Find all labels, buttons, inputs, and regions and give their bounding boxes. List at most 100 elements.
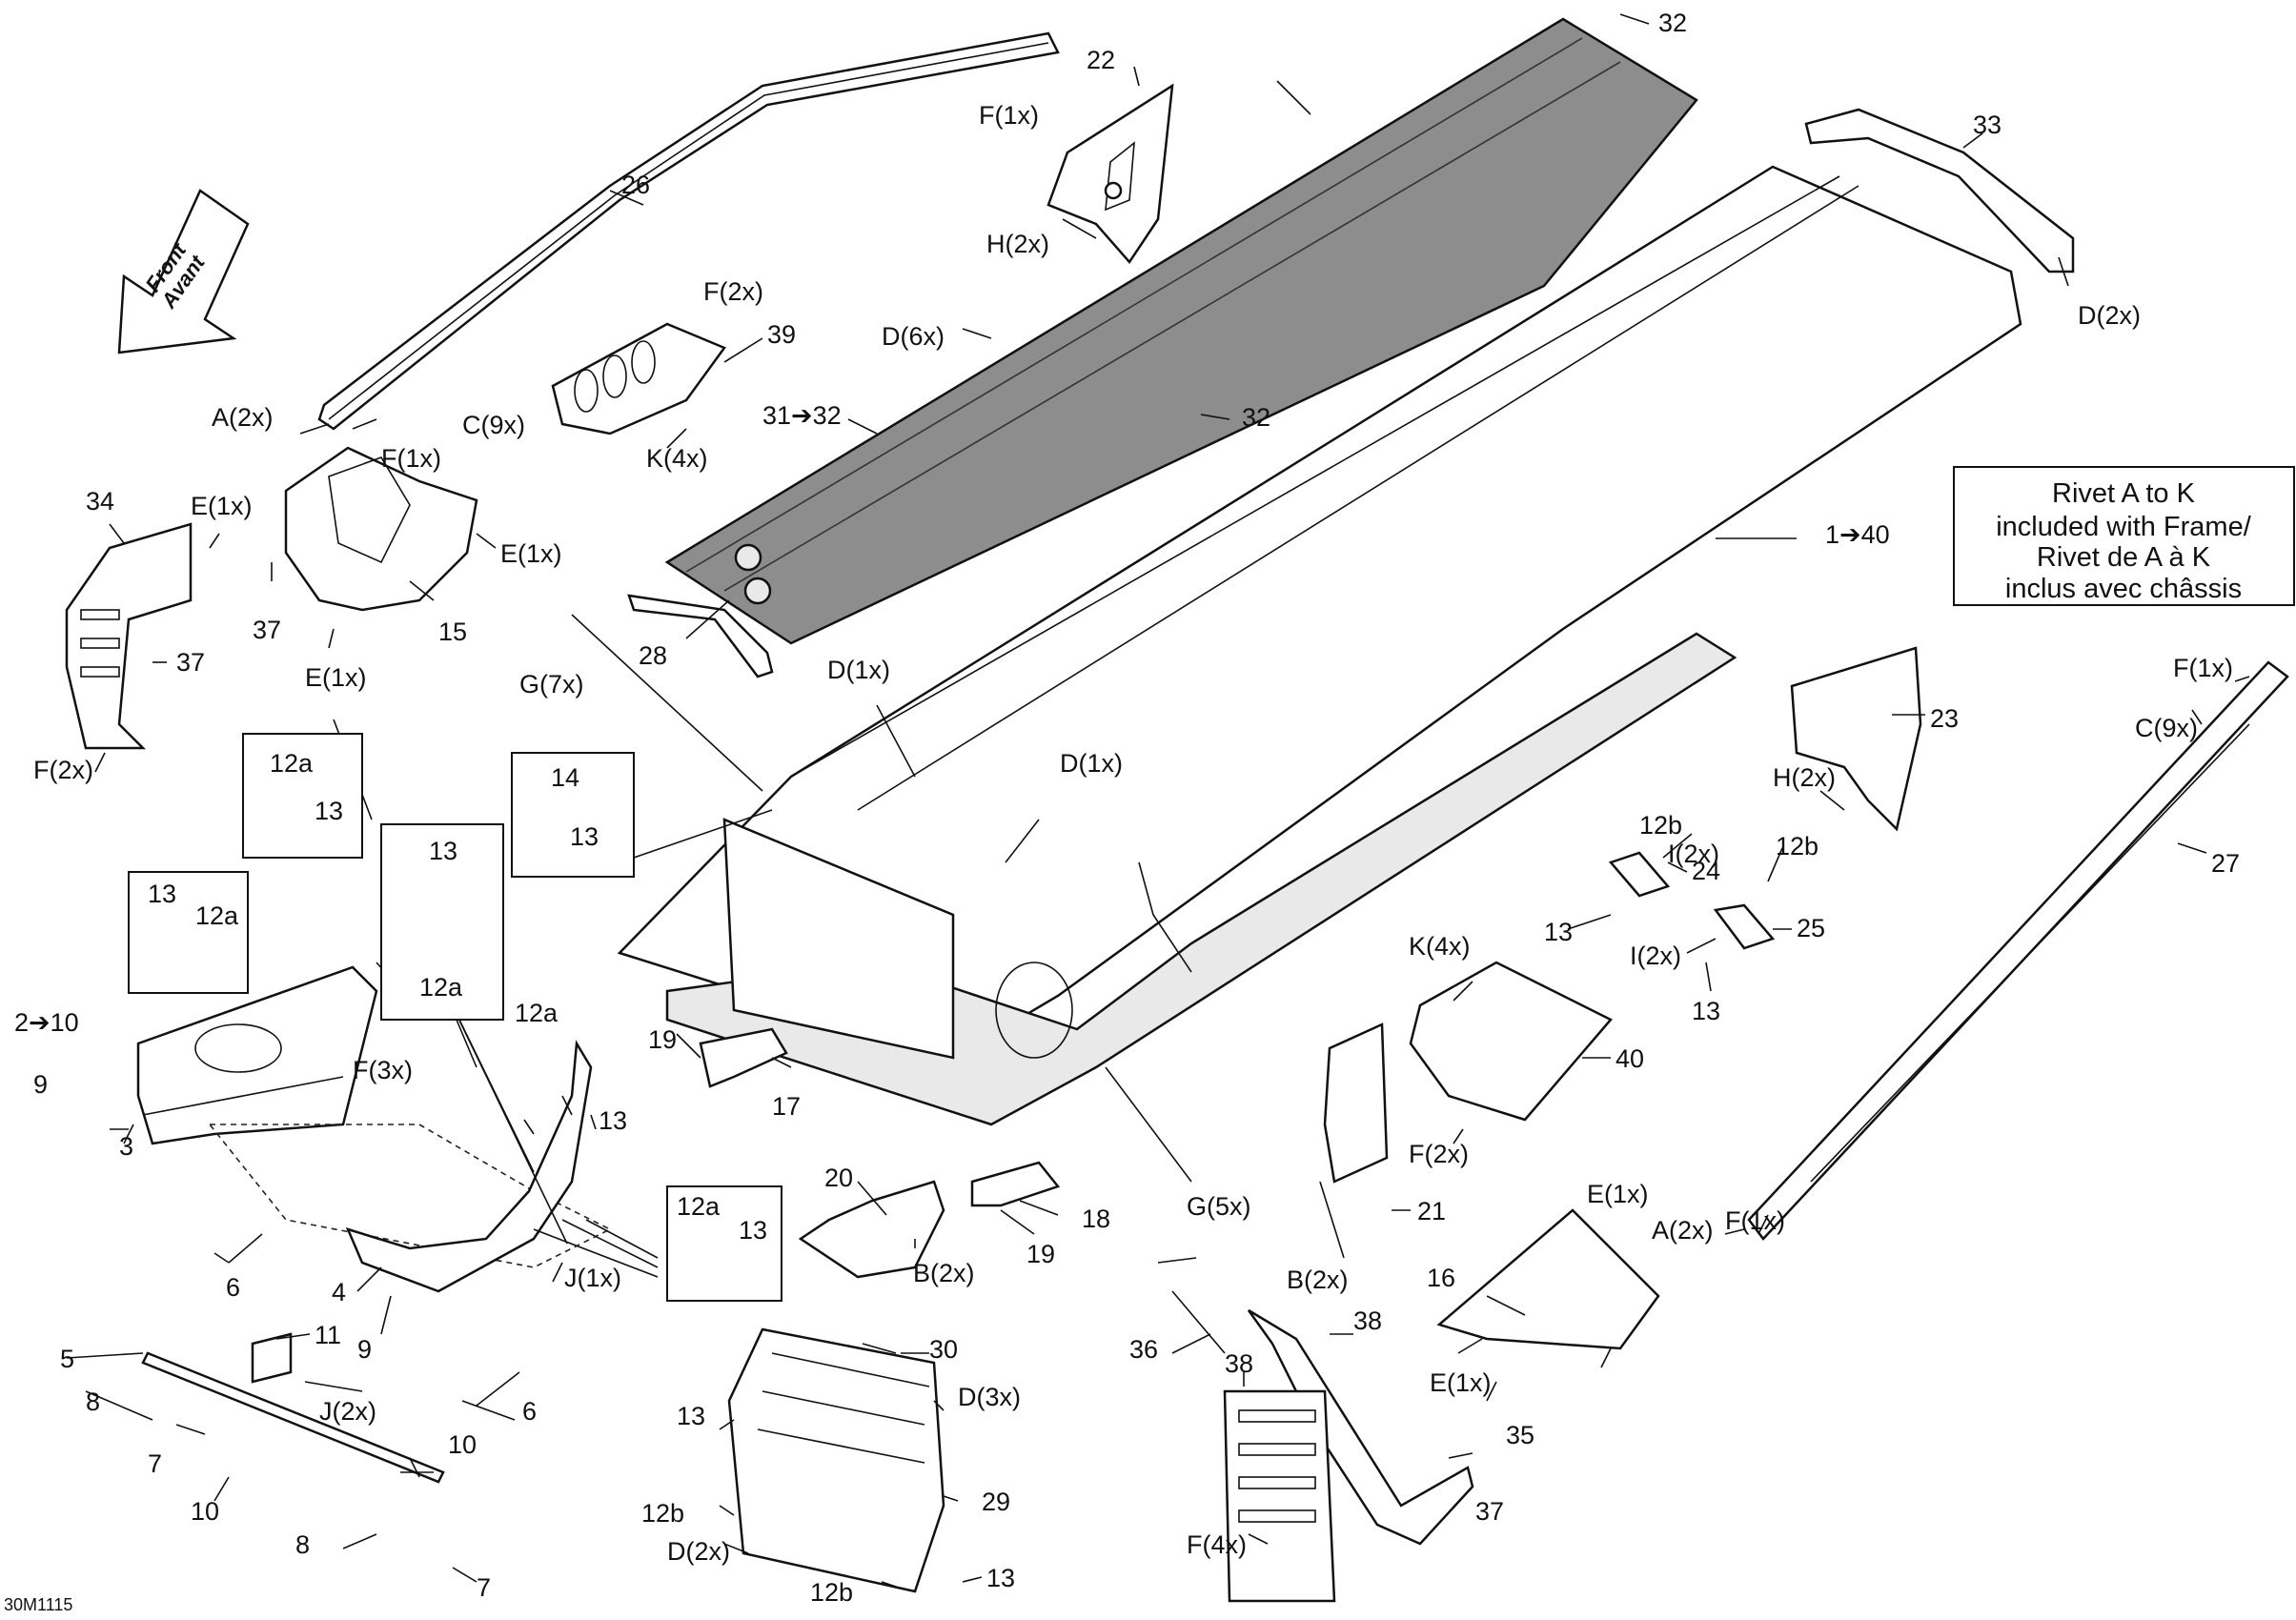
label-19: 19 [648, 1025, 677, 1054]
label-F4x: F(4x) [1187, 1530, 1247, 1559]
part-40-footrest [1409, 961, 1613, 1122]
part-17-plate [699, 1027, 788, 1088]
label-13: 13 [148, 880, 176, 908]
label-E1x: E(1x) [1587, 1180, 1649, 1208]
label-8: 8 [86, 1387, 100, 1416]
label-9: 9 [357, 1335, 372, 1364]
part-26-rail [317, 31, 1060, 431]
label-19: 19 [1026, 1240, 1055, 1268]
label-F2x: F(2x) [1409, 1140, 1469, 1168]
callout-box-14 [511, 752, 635, 878]
label-12a: 12a [195, 901, 239, 930]
label-23: 23 [1930, 704, 1959, 733]
note-box [1953, 466, 2295, 606]
label-13: 13 [1544, 918, 1573, 946]
label-4: 4 [332, 1278, 346, 1306]
label-13: 13 [599, 1106, 627, 1135]
label-D3x: D(3x) [958, 1383, 1021, 1411]
label-12b: 12b [1776, 832, 1819, 861]
label-F1x: F(1x) [979, 101, 1039, 130]
label-34: 34 [86, 487, 114, 516]
part-16-cover [1436, 1208, 1660, 1350]
label-10: 10 [191, 1497, 219, 1526]
part-11-plate [251, 1332, 293, 1384]
label-36: 36 [1129, 1335, 1158, 1364]
label-35: 35 [1506, 1421, 1534, 1449]
label-D1x: D(1x) [827, 656, 890, 684]
label-28: 28 [639, 641, 667, 670]
label-E1x: E(1x) [305, 663, 367, 692]
label-20: 20 [824, 1164, 853, 1192]
label-8: 8 [295, 1530, 310, 1559]
label-31-32: 31➔32 [762, 401, 842, 430]
label-F3x: F(3x) [353, 1056, 413, 1084]
part-22-bracket [1046, 83, 1174, 265]
svg-text:inclus avec châssis: inclus avec châssis [2005, 574, 2242, 604]
label-E1x: E(1x) [191, 492, 253, 520]
leader-lines [66, 13, 2250, 1588]
label-2-10: 2➔10 [14, 1008, 79, 1037]
label-22: 22 [1087, 46, 1115, 74]
label-12b: 12b [1639, 811, 1682, 840]
label-6: 6 [522, 1397, 537, 1426]
label-B2x: B(2x) [1287, 1266, 1349, 1294]
label-F1x: F(1x) [2173, 654, 2233, 682]
label-C9x: C(9x) [2135, 714, 2198, 742]
label-38: 38 [1353, 1306, 1382, 1335]
part-33-bar [1804, 108, 2075, 273]
label-E1x: E(1x) [500, 539, 562, 568]
part-3-bumper [136, 965, 378, 1145]
label-K4x: K(4x) [1409, 932, 1471, 961]
label-29: 29 [982, 1488, 1010, 1516]
part-29-radiator [727, 1327, 945, 1593]
part-20-bracket [798, 1180, 945, 1279]
label-G7x: G(7x) [519, 670, 584, 699]
label-38: 38 [1225, 1349, 1253, 1378]
label-E1x: E(1x) [1430, 1368, 1492, 1397]
label-26: 26 [621, 171, 650, 199]
label-12b: 12b [641, 1499, 684, 1528]
label-12a: 12a [677, 1192, 721, 1221]
callout-box-12a-4 [666, 1185, 782, 1302]
label-B2x: B(2x) [913, 1259, 975, 1287]
label-1-40: 1➔40 [1825, 520, 1890, 549]
label-13: 13 [739, 1216, 767, 1245]
label-12a: 12a [515, 999, 559, 1027]
label-C9x: C(9x) [462, 411, 525, 439]
callout-box-12a-3 [380, 823, 504, 1021]
part-23-bracket [1790, 646, 1922, 832]
label-18: 18 [1082, 1205, 1110, 1233]
front-arrow: Front Avant [117, 189, 250, 354]
label-J1x: J(1x) [564, 1264, 621, 1292]
part-34-bracket [65, 522, 193, 750]
label-13: 13 [315, 797, 343, 825]
label-A2x: A(2x) [212, 403, 274, 432]
label-32: 32 [1658, 9, 1687, 37]
label-12a: 12a [419, 973, 463, 1002]
part-35-arm [1223, 1308, 1474, 1603]
label-F2x: F(2x) [33, 756, 93, 784]
label-37: 37 [1475, 1497, 1504, 1526]
label-13: 13 [677, 1402, 705, 1430]
label-24: 24 [1692, 857, 1720, 885]
label-21: 21 [1417, 1197, 1446, 1225]
label-D2x: D(2x) [2078, 301, 2141, 330]
label-17: 17 [772, 1092, 801, 1121]
label-6: 6 [226, 1273, 240, 1302]
label-16: 16 [1427, 1264, 1455, 1292]
part-18-plate [970, 1161, 1061, 1207]
label-D6x: D(6x) [882, 322, 945, 351]
label-I2x: I(2x) [1630, 942, 1681, 970]
label-9: 9 [33, 1070, 48, 1099]
label-D2x: D(2x) [667, 1537, 730, 1566]
label-30: 30 [929, 1335, 958, 1364]
part-31-tunnel-plate [664, 17, 1698, 645]
label-7: 7 [148, 1449, 162, 1478]
label-7: 7 [477, 1573, 491, 1602]
label-39: 39 [767, 320, 796, 349]
label-J2x: J(2x) [319, 1397, 376, 1426]
label-F1x: F(1x) [1725, 1206, 1785, 1235]
label-A2x: A(2x) [1652, 1216, 1714, 1245]
label-12b: 12b [810, 1578, 853, 1607]
label-13: 13 [429, 837, 457, 865]
